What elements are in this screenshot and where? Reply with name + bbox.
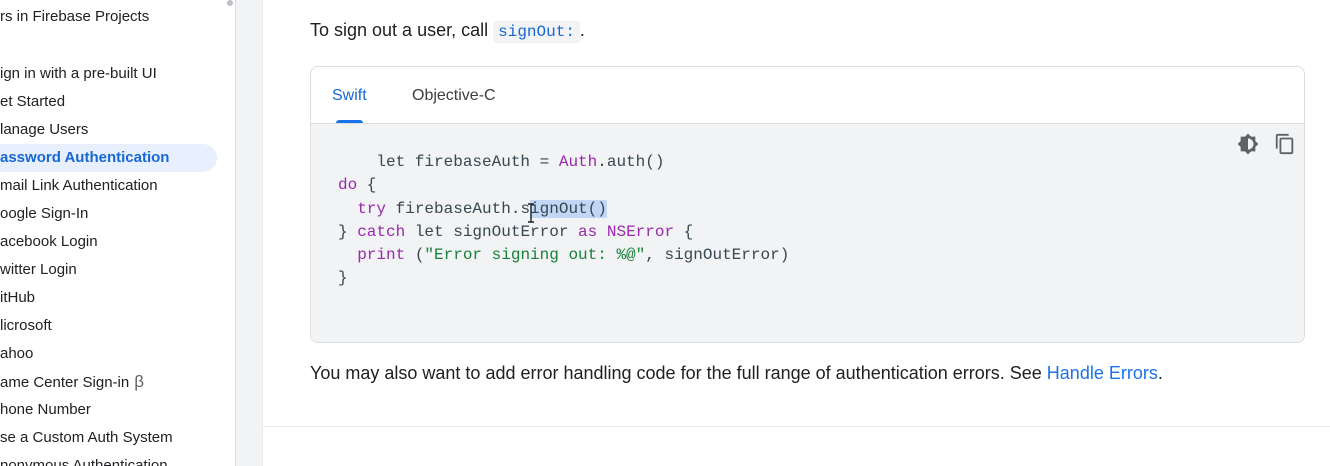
intro-text: To sign out a user, call xyxy=(310,20,494,40)
text-cursor-icon xyxy=(528,203,534,223)
sidebar-nav: rs in Firebase Projects ign in with a pr… xyxy=(0,0,235,466)
sidebar-item-label: ign in with a pre-built UI xyxy=(0,65,157,82)
sidebar-item-label: oogle Sign-In xyxy=(0,205,89,222)
sidebar-item-label: nonymous Authentication xyxy=(0,457,168,466)
tab-objective-c[interactable]: Objective-C xyxy=(412,87,496,104)
sidebar-item-manage-users[interactable]: lanage Users xyxy=(0,116,217,144)
sidebar-item-email-link-auth[interactable]: mail Link Authentication xyxy=(0,172,217,200)
sidebar-item-label: itHub xyxy=(0,289,36,306)
sidebar-item-label: licrosoft xyxy=(0,317,52,334)
sidebar-item-microsoft[interactable]: licrosoft xyxy=(0,312,217,340)
sidebar-item-google-sign-in[interactable]: oogle Sign-In xyxy=(0,200,217,228)
tab-swift[interactable]: Swift xyxy=(332,67,367,123)
sidebar-item-label: assword Authentication xyxy=(0,149,170,166)
section-divider xyxy=(263,426,1330,427)
handle-errors-link[interactable]: Handle Errors xyxy=(1046,363,1158,383)
theme-toggle-icon[interactable] xyxy=(1237,133,1259,155)
code-sample-card: Swift Objective-C let firebaseAuth = Aut… xyxy=(310,66,1305,343)
sidebar-item-prebuilt-ui[interactable]: ign in with a pre-built UI xyxy=(0,60,217,88)
intro-paragraph: To sign out a user, call signOut:. xyxy=(310,20,585,43)
sidebar-item-label: se a Custom Auth System xyxy=(0,429,173,446)
language-tab-bar: Swift Objective-C xyxy=(311,67,1304,124)
sidebar-item-facebook-login[interactable]: acebook Login xyxy=(0,228,217,256)
sidebar-item-twitter-login[interactable]: witter Login xyxy=(0,256,217,284)
main-content: To sign out a user, call signOut:. Swift… xyxy=(263,0,1330,466)
sidebar-item-label: witter Login xyxy=(0,261,77,278)
sidebar-item-label: mail Link Authentication xyxy=(0,177,158,194)
outro-text: You may also want to add error handling … xyxy=(310,363,1047,383)
sidebar-item-anonymous-auth[interactable]: nonymous Authentication xyxy=(0,452,217,466)
selected-text: ignOut() xyxy=(530,199,607,218)
sidebar-item-password-auth[interactable]: assword Authentication xyxy=(0,144,217,172)
intro-end: . xyxy=(579,20,585,40)
sidebar-item-github[interactable]: itHub xyxy=(0,284,217,312)
sidebar-item-yahoo[interactable]: ahoo xyxy=(0,340,217,368)
sidebar-item-custom-auth[interactable]: se a Custom Auth System xyxy=(0,424,217,452)
copy-icon[interactable] xyxy=(1274,133,1296,155)
sidebar-item-label: ame Center Sign-in xyxy=(0,374,130,391)
sidebar-item-label: lanage Users xyxy=(0,121,89,138)
outro-end: . xyxy=(1157,363,1163,383)
sidebar-item-label: hone Number xyxy=(0,401,91,418)
sidebar-gutter xyxy=(236,0,263,466)
code-text[interactable]: let firebaseAuth = Auth.auth() do { try … xyxy=(338,153,790,288)
sidebar-scrollbar[interactable] xyxy=(227,0,233,6)
sidebar-item-label: acebook Login xyxy=(0,233,98,250)
code-block[interactable]: let firebaseAuth = Auth.auth() do { try … xyxy=(311,124,1304,342)
sidebar-item-get-started[interactable]: et Started xyxy=(0,88,217,116)
sidebar-item-label: ahoo xyxy=(0,345,34,362)
sidebar-list: ign in with a pre-built UI et Started la… xyxy=(0,60,217,466)
sidebar-section-title[interactable]: rs in Firebase Projects xyxy=(0,8,150,25)
outro-paragraph: You may also want to add error handling … xyxy=(310,363,1163,384)
sidebar-item-phone-number[interactable]: hone Number xyxy=(0,396,217,424)
content-divider xyxy=(262,0,263,466)
sidebar-divider xyxy=(235,0,236,466)
sidebar-item-label: et Started xyxy=(0,93,66,110)
beta-icon: β xyxy=(134,372,145,391)
inline-code-signout: signOut: xyxy=(493,21,580,43)
